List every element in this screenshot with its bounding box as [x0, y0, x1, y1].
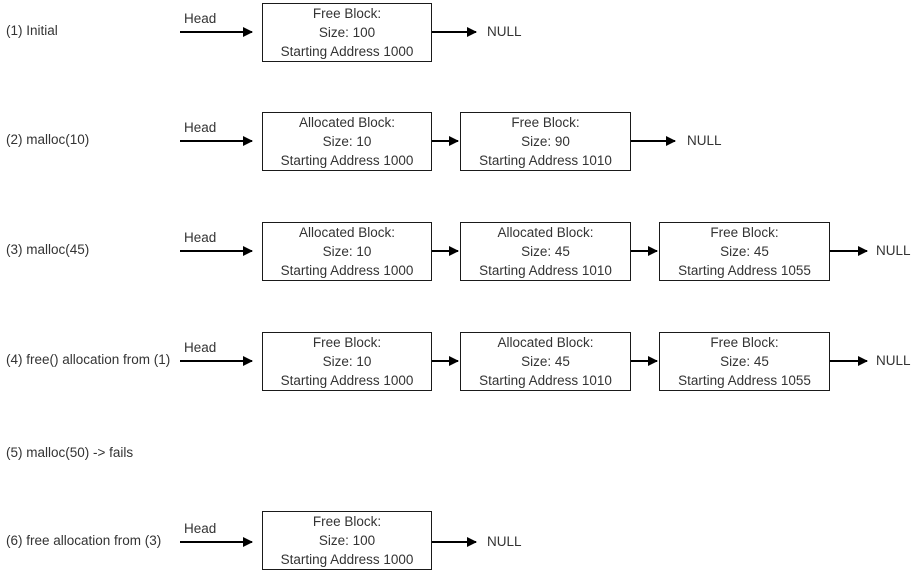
- diagram-row-3: (3) malloc(45) Head Allocated Block: Siz…: [0, 218, 921, 308]
- block-size: Size: 10: [322, 134, 372, 149]
- memory-block: Free Block: Size: 45 Starting Address 10…: [659, 332, 830, 391]
- diagram-row-2: (2) malloc(10) Head Allocated Block: Siz…: [0, 108, 921, 198]
- block-size: Size: 10: [322, 354, 372, 369]
- step-caption-5: (5) malloc(50) -> fails: [6, 445, 134, 460]
- block-kind: Allocated Block:: [497, 225, 594, 240]
- block-kind: Allocated Block:: [497, 335, 594, 350]
- block-size: Size: 100: [318, 533, 376, 548]
- next-arrow: [432, 250, 458, 252]
- block-size: Size: 90: [521, 134, 570, 149]
- diagram-row-1: (1) Initial Head Free Block: Size: 100 S…: [0, 0, 921, 90]
- step-caption-4: (4) free() allocation from (1): [6, 352, 171, 367]
- head-label-3: Head: [184, 230, 217, 245]
- head-arrow-6: [180, 541, 252, 543]
- next-arrow: [631, 360, 657, 362]
- null-label-6: NULL: [487, 534, 522, 549]
- memory-block: Allocated Block: Size: 45 Starting Addre…: [460, 332, 631, 391]
- head-arrow-1: [180, 31, 252, 33]
- null-label-3: NULL: [876, 243, 911, 258]
- block-size: Size: 100: [318, 25, 376, 40]
- null-arrow-2: [631, 140, 675, 142]
- block-kind: Allocated Block:: [298, 225, 396, 240]
- block-kind: Free Block:: [710, 225, 779, 240]
- head-label-6: Head: [184, 521, 217, 536]
- head-label-4: Head: [184, 340, 217, 355]
- diagram-row-4: (4) free() allocation from (1) Head Free…: [0, 328, 921, 418]
- memory-block: Free Block: Size: 45 Starting Address 10…: [659, 222, 830, 281]
- head-arrow-2: [180, 140, 252, 142]
- block-address: Starting Address 1055: [678, 373, 811, 388]
- memory-block: Free Block: Size: 90 Starting Address 10…: [460, 112, 631, 171]
- null-label-2: NULL: [687, 133, 722, 148]
- block-size: Size: 45: [521, 244, 570, 259]
- block-kind: Free Block:: [312, 6, 382, 21]
- memory-block: Free Block: Size: 100 Starting Address 1…: [262, 3, 432, 62]
- block-size: Size: 45: [521, 354, 570, 369]
- block-size: Size: 10: [322, 244, 372, 259]
- block-size: Size: 45: [720, 244, 769, 259]
- block-kind: Free Block:: [312, 514, 382, 529]
- step-caption-6: (6) free allocation from (3): [6, 533, 162, 548]
- block-size: Size: 45: [720, 354, 769, 369]
- block-address: Starting Address 1000: [280, 44, 414, 59]
- null-arrow-3: [830, 250, 867, 252]
- memory-block: Allocated Block: Size: 10 Starting Addre…: [262, 222, 432, 281]
- step-caption-2: (2) malloc(10): [6, 132, 90, 147]
- step-caption-3: (3) malloc(45): [6, 242, 90, 257]
- memory-block: Allocated Block: Size: 45 Starting Addre…: [460, 222, 631, 281]
- head-arrow-3: [180, 250, 252, 252]
- step-caption-1: (1) Initial: [6, 23, 58, 38]
- head-label-2: Head: [184, 120, 217, 135]
- block-kind: Allocated Block:: [298, 115, 396, 130]
- block-address: Starting Address 1000: [280, 373, 414, 388]
- next-arrow: [432, 360, 458, 362]
- null-arrow-1: [432, 31, 476, 33]
- block-address: Starting Address 1055: [678, 263, 811, 278]
- block-address: Starting Address 1000: [280, 263, 414, 278]
- block-kind: Free Block:: [511, 115, 580, 130]
- memory-block: Allocated Block: Size: 10 Starting Addre…: [262, 112, 432, 171]
- block-address: Starting Address 1010: [479, 263, 612, 278]
- null-arrow-4: [830, 360, 867, 362]
- null-label-4: NULL: [876, 353, 911, 368]
- memory-block: Free Block: Size: 10 Starting Address 10…: [262, 332, 432, 391]
- next-arrow: [432, 140, 458, 142]
- head-label-1: Head: [184, 11, 217, 26]
- null-arrow-6: [432, 541, 476, 543]
- block-kind: Free Block:: [710, 335, 779, 350]
- null-label-1: NULL: [487, 24, 522, 39]
- memory-block: Free Block: Size: 100 Starting Address 1…: [262, 511, 432, 570]
- block-address: Starting Address 1010: [479, 373, 612, 388]
- block-address: Starting Address 1010: [479, 153, 612, 168]
- diagram-row-5: (5) malloc(50) -> fails: [0, 440, 921, 480]
- head-arrow-4: [180, 360, 252, 362]
- diagram-row-6: (6) free allocation from (3) Head Free B…: [0, 508, 921, 571]
- block-address: Starting Address 1000: [280, 153, 414, 168]
- block-kind: Free Block:: [312, 335, 382, 350]
- next-arrow: [631, 250, 657, 252]
- block-address: Starting Address 1000: [280, 552, 414, 567]
